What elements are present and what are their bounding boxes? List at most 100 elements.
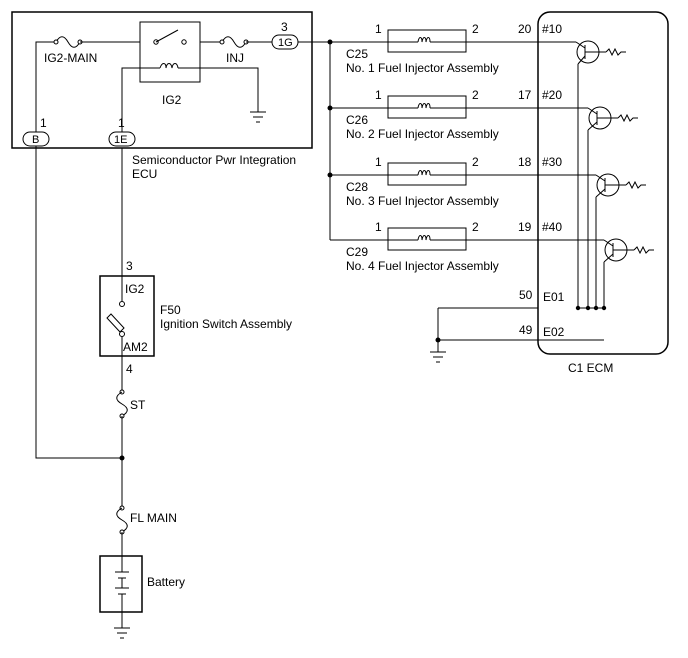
- injector-4-connector: C29: [346, 245, 368, 259]
- injector-1-ecm-pin: 20: [518, 22, 532, 36]
- connector-1e-label: 1E: [114, 134, 127, 146]
- injector-2-ecm-pin: 17: [518, 88, 532, 102]
- injector-3-pin2: 2: [472, 155, 479, 169]
- ecm-outline: [537, 11, 669, 355]
- ig-switch-contact-top: [119, 301, 125, 307]
- battery-box: [99, 555, 143, 613]
- pin-b-number: 1: [40, 116, 47, 130]
- injector-2-pin2: 2: [472, 88, 479, 102]
- injector-1-ecm-signal: #10: [542, 22, 562, 36]
- transistor-2-collector: [587, 107, 598, 115]
- transistor-2-resistor-icon: [617, 113, 638, 123]
- injector-1-body: [387, 29, 467, 53]
- injector-3-ecm-pin: 18: [518, 155, 532, 169]
- injector-3-name: No. 3 Fuel Injector Assembly: [346, 194, 499, 208]
- transistor-3-emitter: [595, 188, 606, 198]
- transistor-1-resistor-icon: [605, 47, 626, 57]
- e01-label: E01: [543, 290, 565, 304]
- ecu-name-line2: ECU: [132, 167, 157, 181]
- injector-3-body: [387, 162, 467, 186]
- connector-1g-label: 1G: [278, 37, 293, 49]
- injector-3-ecm-signal: #30: [542, 155, 562, 169]
- injector-1-pin2: 2: [472, 22, 479, 36]
- ecu-b-wire: [35, 41, 56, 132]
- transistor-3-collector: [595, 174, 606, 182]
- inj-fuse-terminal-left: [219, 39, 225, 45]
- battery-icon: [115, 556, 129, 612]
- ecu-outline: [11, 11, 313, 149]
- fl-main-fuse-icon: [116, 507, 128, 533]
- e02-label: E02: [543, 325, 565, 339]
- injector-3-connector: C28: [346, 180, 368, 194]
- injector-1-coil-icon: [417, 37, 431, 43]
- injector-2-body: [387, 95, 467, 119]
- ig2-relay-label: IG2: [162, 93, 182, 107]
- transistor-2-emitter: [587, 121, 598, 131]
- relay-contact-right: [181, 39, 187, 45]
- ig-switch-lever-icon: [106, 313, 125, 333]
- inj-fuse-icon: [221, 36, 247, 48]
- ig-connector-label: F50: [160, 303, 181, 317]
- transistor-4-collector: [603, 239, 614, 247]
- injector-4-coil-icon: [417, 235, 431, 241]
- transistor-4-emitter: [603, 253, 614, 263]
- battery-label: Battery: [147, 575, 185, 589]
- injector-2-connector: C26: [346, 113, 368, 127]
- pin-1e-number: 1: [118, 116, 125, 130]
- transistor-3-resistor-icon: [625, 180, 646, 190]
- injector-4-name: No. 4 Fuel Injector Assembly: [346, 259, 499, 273]
- st-fuse-label: ST: [130, 398, 146, 412]
- e02-pin: 49: [519, 323, 533, 337]
- injector-2-pin1: 1: [375, 88, 382, 102]
- ig2-main-label: IG2-MAIN: [44, 51, 97, 65]
- battery-junction: [119, 455, 125, 461]
- injector-1-pin1: 1: [375, 22, 382, 36]
- injector-4-ecm-signal: #40: [542, 220, 562, 234]
- pin-1g-number: 3: [281, 20, 288, 34]
- transistor-1-emitter: [577, 55, 586, 65]
- relay-coil-icon: [159, 63, 179, 69]
- ig-pin-bottom-number: 4: [126, 362, 133, 376]
- injector-4-body: [387, 227, 467, 251]
- connector-b-label: B: [32, 134, 39, 146]
- transistor-4-resistor-icon: [633, 245, 654, 255]
- injector-3-pin1: 1: [375, 155, 382, 169]
- ig-switch-contact-bottom: [119, 331, 125, 337]
- injector-2-name: No. 2 Fuel Injector Assembly: [346, 127, 499, 141]
- ig2-main-fuse-terminal-left: [53, 39, 59, 45]
- ecm-transistors: [575, 40, 654, 311]
- ig-pin-top-number: 3: [126, 259, 133, 273]
- injector-3-coil-icon: [417, 170, 431, 176]
- injector-4-pin2: 2: [472, 220, 479, 234]
- injector-1-connector: C25: [346, 47, 368, 61]
- ecu-ground-icon: [250, 111, 266, 123]
- injector-4-pin1: 1: [375, 220, 382, 234]
- ig-switch-name: Ignition Switch Assembly: [160, 317, 292, 331]
- e01-pin: 50: [519, 288, 533, 302]
- ig-pin-bottom-label: AM2: [123, 340, 148, 354]
- wire-b-to-junction: [35, 146, 122, 459]
- injector-2-coil-icon: [417, 103, 431, 109]
- coil-to-ground-wire: [200, 67, 259, 112]
- inj-fuse-label: INJ: [226, 51, 244, 65]
- coil-from-1e-wire: [121, 67, 140, 132]
- st-fuse-icon: [116, 391, 128, 417]
- ecu-name-line1: Semiconductor Pwr Integration: [132, 153, 296, 167]
- relay-switch-blade: [155, 29, 179, 43]
- ig2-relay-box: [139, 21, 201, 83]
- ignition-switch-box: [99, 275, 155, 357]
- fl-main-label: FL MAIN: [130, 511, 177, 525]
- injector-4-ecm-pin: 19: [518, 220, 532, 234]
- ig-pin-top-label: IG2: [125, 282, 145, 296]
- battery-ground-icon: [114, 612, 130, 639]
- injector-1-name: No. 1 Fuel Injector Assembly: [346, 61, 499, 75]
- transistor-1-collector: [575, 41, 586, 49]
- ig2-main-fuse-icon: [55, 36, 81, 48]
- ecm-ground-icon: [430, 340, 446, 363]
- injector-2-ecm-signal: #20: [542, 88, 562, 102]
- connector-1e: [108, 131, 136, 147]
- ecm-label: C1 ECM: [568, 361, 613, 375]
